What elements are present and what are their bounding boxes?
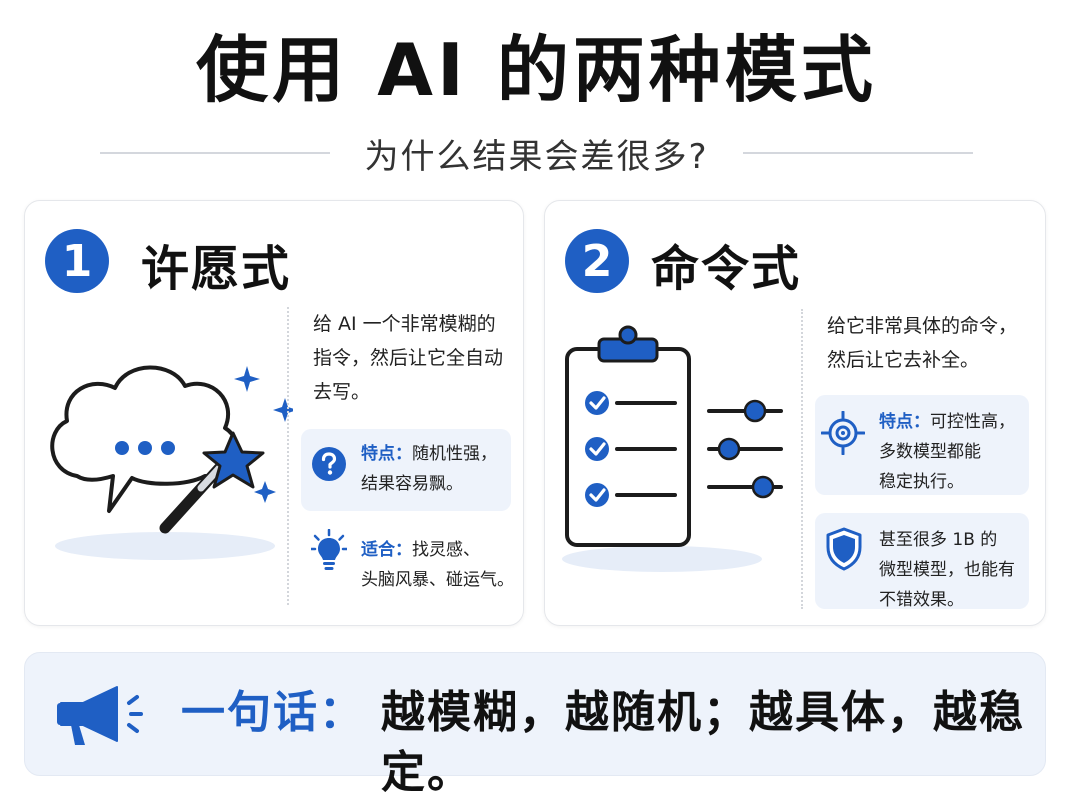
note-keyword: 适合： xyxy=(361,540,412,560)
card-divider xyxy=(801,309,803,609)
summary-banner: 一句话： 越模糊，越随机；越具体，越稳定。 xyxy=(24,652,1046,798)
megaphone-icon xyxy=(57,686,143,745)
card-description: 给 AI 一个非常模糊的 指令，然后让它全自动 去写。 xyxy=(313,307,513,409)
card-wish-mode: 1 许愿式 给 AI 一个非常模糊的 指令，然后让它全自动 去写。 特点：随机性… xyxy=(24,200,524,626)
note-line: 不错效果。 xyxy=(879,590,964,610)
description-line: 给它非常具体的命令， xyxy=(827,315,1018,337)
note-line: 结果容易飘。 xyxy=(361,474,463,494)
banner-text: 越模糊，越随机；越具体，越稳定。 xyxy=(381,687,1025,798)
note-line: 找灵感、 xyxy=(412,540,480,560)
note-line: 稳定执行。 xyxy=(879,472,964,492)
card-title: 命令式 xyxy=(651,241,802,297)
note-line: 可控性高， xyxy=(930,412,1015,432)
note-trait: 特点：可控性高， 多数模型都能 稳定执行。 xyxy=(879,407,1029,497)
thought-bubble-magic-wand-icon xyxy=(50,365,293,560)
subtitle-rule-right xyxy=(742,152,974,154)
subtitle-rule-left xyxy=(100,152,331,154)
card-number-badge: 1 xyxy=(45,229,109,293)
card-description: 给它非常具体的命令， 然后让它去补全。 xyxy=(827,309,1037,377)
shield-icon xyxy=(826,527,862,571)
note-suitable: 适合：找灵感、 头脑风暴、碰运气。 xyxy=(361,535,521,595)
note-line: 甚至很多 1B 的 xyxy=(879,530,998,550)
card-title: 许愿式 xyxy=(141,241,292,297)
lightbulb-icon xyxy=(311,529,347,570)
description-line: 给 AI 一个非常模糊的 xyxy=(313,313,496,335)
page-title: 使用 AI 的两种模式 xyxy=(196,28,877,112)
banner-label: 一句话： xyxy=(181,687,365,738)
note-line: 随机性强， xyxy=(412,444,497,464)
note-line: 头脑风暴、碰运气。 xyxy=(361,570,514,590)
card-number-badge: 2 xyxy=(565,229,629,293)
note-line: 多数模型都能 xyxy=(879,442,981,462)
subtitle-row: 为什么结果会差很多? xyxy=(100,128,974,178)
page-subtitle: 为什么结果会差很多? xyxy=(364,136,709,177)
note-keyword: 特点： xyxy=(879,412,930,432)
description-line: 去写。 xyxy=(313,381,371,403)
note-line: 微型模型，也能有 xyxy=(879,560,1015,580)
card-divider xyxy=(287,307,289,605)
description-line: 然后让它去补全。 xyxy=(827,349,980,371)
question-icon xyxy=(312,447,346,481)
clipboard-checklist-sliders-icon xyxy=(562,325,783,572)
note-keyword: 特点： xyxy=(361,444,412,464)
note-trait: 特点：随机性强， 结果容易飘。 xyxy=(361,439,511,499)
target-icon xyxy=(821,411,865,455)
description-line: 指令，然后让它全自动 xyxy=(313,347,504,369)
card-command-mode: 2 命令式 给它非常具体的命令， 然后让它去补全。 xyxy=(544,200,1046,626)
note-small-models: 甚至很多 1B 的 微型模型，也能有 不错效果。 xyxy=(879,525,1039,615)
